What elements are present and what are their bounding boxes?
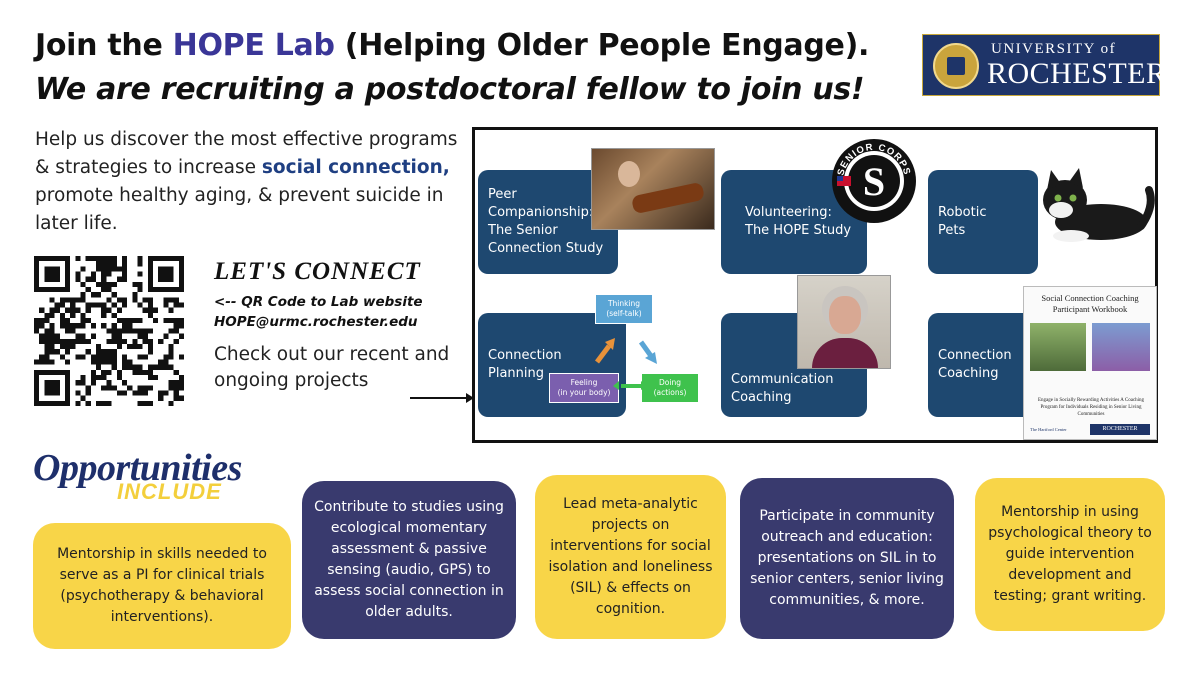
intro-text: Help us discover the most effective prog…: [35, 126, 465, 238]
qr-code-caption: <-- QR Code to Lab website: [214, 294, 423, 310]
cycle-feeling: Feeling(in your body): [549, 373, 619, 403]
project-label: Communication: [731, 372, 834, 387]
project-label: Connection: [488, 348, 562, 363]
opportunity-card-theory-mentorship: Mentorship in using psychological theory…: [975, 478, 1165, 631]
workbook-title: Social Connection Coaching Participant W…: [1041, 293, 1139, 314]
opportunity-card-outreach: Participate in community outreach and ed…: [740, 478, 954, 639]
arrow-right-icon: [410, 393, 474, 403]
qr-code-icon[interactable]: [34, 256, 184, 406]
workbook-logo-right: ROCHESTER: [1090, 424, 1150, 435]
robotic-cat-photo: [1043, 168, 1155, 242]
logo-line1: UNIVERSITY of: [991, 41, 1117, 57]
intro-part2: promote healthy aging, & prevent suicide…: [35, 185, 444, 234]
page-subtitle: We are recruiting a postdoctoral fellow …: [35, 72, 865, 107]
workbook-cover: Social Connection Coaching Participant W…: [1023, 286, 1157, 440]
project-robotic-pets[interactable]: Robotic Pets: [928, 170, 1038, 274]
project-label: Connection: [938, 348, 1012, 363]
project-peer-companionship[interactable]: Peer Companionship: The Senior Connectio…: [478, 170, 618, 274]
violin-photo: [591, 148, 715, 230]
intro-highlight: social connection,: [261, 157, 450, 178]
svg-text:S: S: [863, 159, 885, 204]
project-label: Volunteering:: [745, 205, 832, 220]
project-label: Planning: [488, 366, 544, 381]
projects-caption: Check out our recent and ongoing project…: [214, 344, 450, 391]
card-text: Participate in community outreach and ed…: [750, 508, 944, 608]
page-title: Join the HOPE Lab (Helping Older People …: [35, 28, 869, 63]
card-text: Mentorship in skills needed to serve as …: [57, 546, 267, 625]
opportunities-heading: Opportunities: [33, 447, 242, 489]
card-text: Mentorship in using psychological theory…: [988, 504, 1152, 604]
cycle-label: Thinking: [607, 299, 641, 308]
cycle-label: Feeling: [570, 378, 598, 387]
cycle-sublabel: (self-talk): [606, 309, 642, 318]
project-label: The Senior: [488, 223, 558, 238]
university-logo: UNIVERSITY of ROCHESTER: [922, 34, 1166, 96]
opportunities-subheading: INCLUDE: [117, 479, 222, 504]
workbook-photo-left: [1030, 323, 1086, 371]
project-label: Peer: [488, 187, 517, 202]
intro-part1: Help us discover the most effective prog…: [35, 129, 458, 178]
workbook-subtitle: Engage in Socially Rewarding Activities …: [1037, 398, 1145, 417]
cycle-sublabel: (in your body): [557, 388, 611, 397]
opportunity-card-ema-studies: Contribute to studies using ecological m…: [302, 481, 516, 639]
project-label: The HOPE Study: [745, 223, 852, 238]
logo-line2: ROCHESTER: [987, 57, 1167, 90]
cycle-doing: Doing(actions): [641, 373, 699, 403]
title-highlight: HOPE Lab: [172, 28, 335, 63]
workbook-photo-right: [1092, 323, 1150, 371]
project-connection-coaching[interactable]: Connection Coaching: [928, 313, 1038, 417]
project-label: Connection Study: [488, 241, 604, 256]
connect-heading: LET'S CONNECT: [214, 258, 421, 285]
project-label: Coaching: [731, 390, 792, 405]
workbook-logo-left: The Hartford Center: [1030, 427, 1067, 432]
projects-panel: Peer Companionship: The Senior Connectio…: [472, 127, 1158, 443]
woman-photo: [797, 275, 891, 369]
card-text: Lead meta-analytic projects on intervent…: [548, 496, 713, 617]
title-suffix: (Helping Older People Engage).: [334, 28, 870, 63]
project-label: Robotic: [938, 205, 987, 220]
university-seal-icon: [933, 43, 979, 89]
card-text: Contribute to studies using ecological m…: [314, 499, 504, 620]
opportunity-card-meta-analytic: Lead meta-analytic projects on intervent…: [535, 475, 726, 639]
email-link[interactable]: HOPE@urmc.rochester.edu: [214, 314, 418, 330]
project-label: Coaching: [938, 366, 999, 381]
cycle-sublabel: (actions): [653, 388, 687, 397]
project-label: Companionship:: [488, 205, 594, 220]
title-prefix: Join the: [35, 28, 173, 63]
project-label: Pets: [938, 223, 966, 238]
opportunity-card-pi-mentorship: Mentorship in skills needed to serve as …: [33, 523, 291, 649]
senior-corps-logo: S SENIOR CORPS: [832, 139, 916, 223]
cycle-arrows-icon: [595, 338, 657, 390]
cycle-thinking: Thinking(self-talk): [595, 294, 653, 324]
project-volunteering[interactable]: Volunteering: The HOPE Study: [721, 170, 867, 274]
cycle-label: Doing: [659, 378, 681, 387]
